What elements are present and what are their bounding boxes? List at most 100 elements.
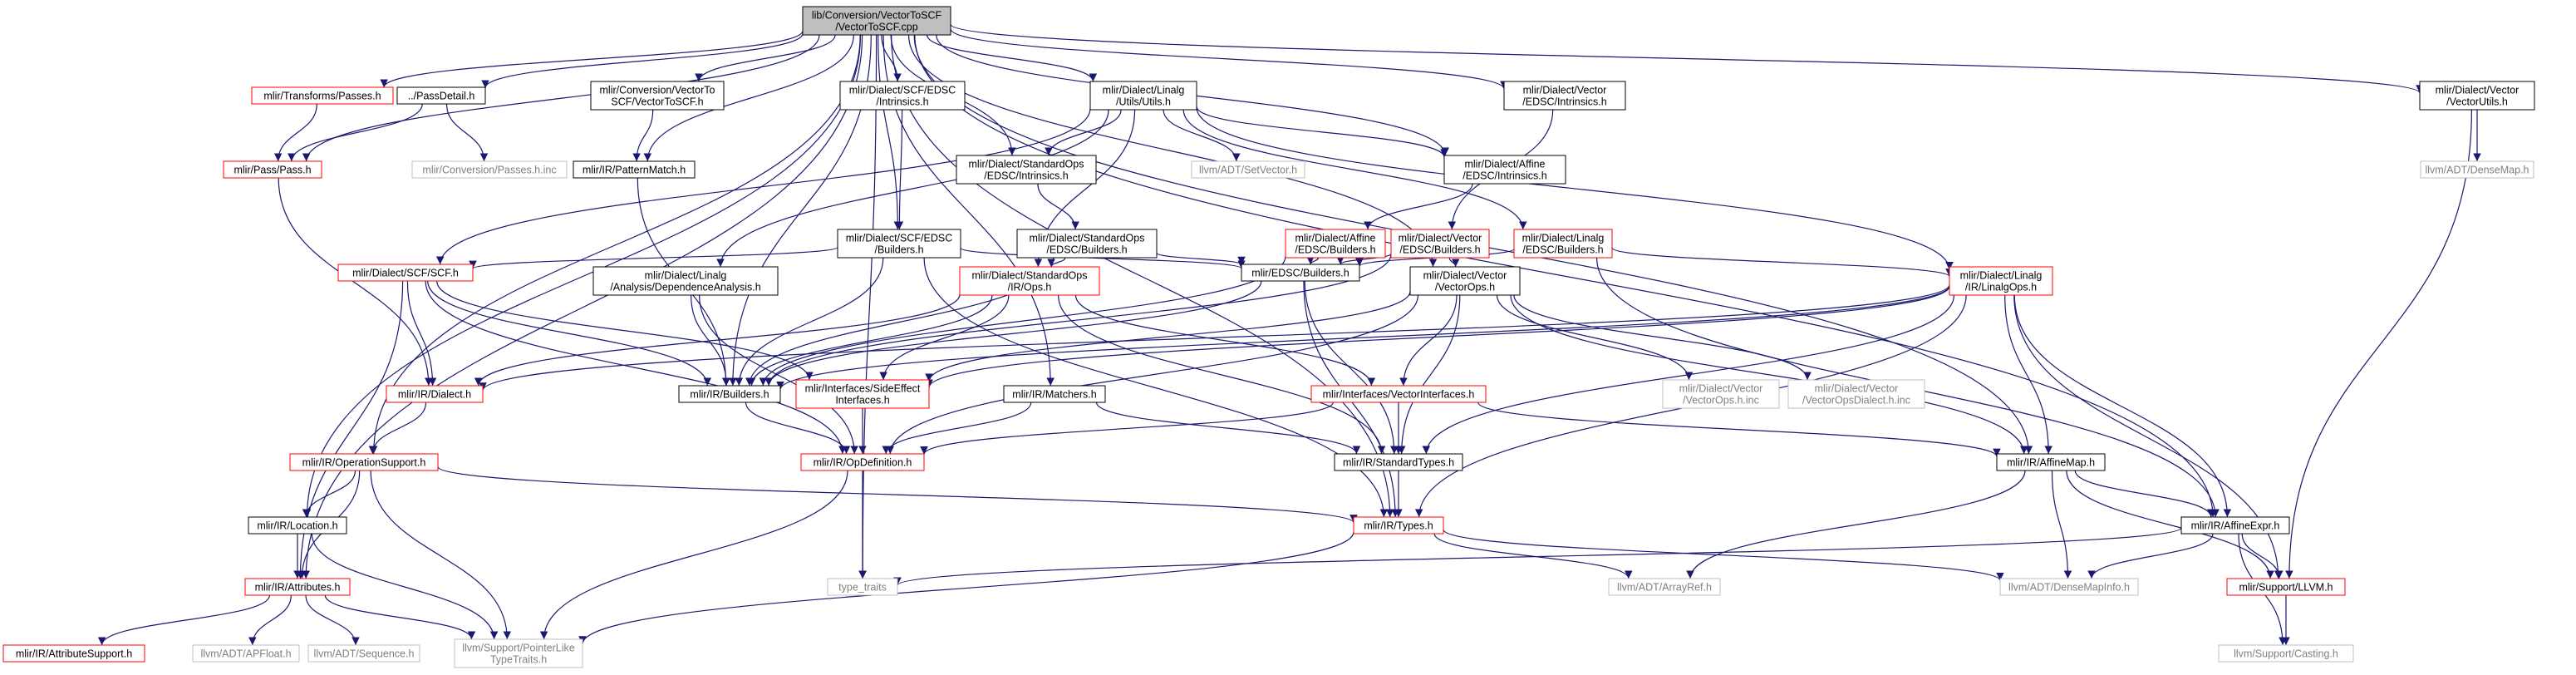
edge-affine_map-to-support_llvm bbox=[2066, 470, 2274, 579]
node-linalg_edsc_builders[interactable]: mlir/Dialect/Linalg/EDSC/Builders.h bbox=[1513, 229, 1613, 259]
node-ir_dialect[interactable]: mlir/IR/Dialect.h bbox=[386, 385, 484, 403]
node-type_traits: type_traits bbox=[827, 578, 898, 596]
edge-root-to-ir_types bbox=[891, 34, 1394, 518]
node-label: /EDSC/Intrinsics.h bbox=[1522, 96, 1606, 108]
edge-std_ir_ops-to-vector_interfaces bbox=[1074, 294, 1376, 387]
node-vector_ops[interactable]: mlir/Dialect/Vector/VectorOps.h bbox=[1409, 266, 1521, 296]
node-ir_builders[interactable]: mlir/IR/Builders.h bbox=[678, 385, 781, 403]
node-affine_edsc_intrinsics[interactable]: mlir/Dialect/Affine/EDSC/Intrinsics.h bbox=[1443, 155, 1566, 185]
edge-conv_vectortoscf-to-pattern_match bbox=[632, 109, 654, 162]
node-linalg_ops[interactable]: mlir/Dialect/Linalg/IR/LinalgOps.h bbox=[1949, 266, 2053, 296]
node-label: mlir/IR/AffineExpr.h bbox=[2191, 520, 2280, 532]
edge-affine_expr-to-type_traits bbox=[893, 527, 2182, 586]
node-label: mlir/Dialect/Linalg bbox=[1960, 270, 2043, 282]
node-box bbox=[1662, 379, 1780, 409]
node-pass_pass[interactable]: mlir/Pass/Pass.h bbox=[223, 160, 322, 179]
node-label: /VectorToSCF.cpp bbox=[835, 22, 917, 33]
node-transforms_passes[interactable]: mlir/Transforms/Passes.h bbox=[251, 86, 394, 105]
node-label: /EDSC/Intrinsics.h bbox=[1463, 170, 1546, 182]
node-scf_edsc_intrinsics[interactable]: mlir/Dialect/SCF/EDSC/Intrinsics.h bbox=[839, 81, 966, 111]
node-label: mlir/IR/Dialect.h bbox=[398, 389, 471, 401]
node-box bbox=[1999, 578, 2139, 596]
node-label: ../PassDetail.h bbox=[408, 91, 475, 102]
node-linalg_utils[interactable]: mlir/Dialect/Linalg/Utils/Utils.h bbox=[1089, 81, 1197, 111]
node-arrayref: llvm/ADT/ArrayRef.h bbox=[1608, 578, 1721, 596]
node-location[interactable]: mlir/IR/Location.h bbox=[248, 516, 347, 535]
node-conv_vectortoscf[interactable]: mlir/Conversion/VectorToSCF/VectorToSCF.… bbox=[590, 81, 725, 111]
node-linalg_dependence[interactable]: mlir/Dialect/Linalg/Analysis/DependenceA… bbox=[592, 266, 779, 296]
edge-scf_h-to-ir_builders bbox=[427, 280, 712, 387]
edge-linalg_ops-to-ir_dialect bbox=[479, 284, 1950, 391]
node-scf_edsc_builders[interactable]: mlir/Dialect/SCF/EDSC/Builders.h bbox=[837, 229, 961, 259]
node-scf_h[interactable]: mlir/Dialect/SCF/SCF.h bbox=[337, 264, 474, 282]
node-affine_expr[interactable]: mlir/IR/AffineExpr.h bbox=[2180, 516, 2290, 535]
node-affine_edsc_builders[interactable]: mlir/Dialect/Affine/EDSC/Builders.h bbox=[1285, 229, 1386, 259]
node-std_ir_ops[interactable]: mlir/Dialect/StandardOps/IR/Ops.h bbox=[959, 266, 1100, 296]
node-apfloat: llvm/ADT/APFloat.h bbox=[192, 644, 300, 663]
node-standard_types[interactable]: mlir/IR/StandardTypes.h bbox=[1334, 453, 1463, 471]
node-ir_matchers[interactable]: mlir/IR/Matchers.h bbox=[1003, 385, 1106, 403]
node-label: type_traits bbox=[838, 582, 887, 594]
node-label: mlir/Dialect/Vector bbox=[1815, 383, 1899, 395]
node-vector_edsc_intrinsics[interactable]: mlir/Dialect/Vector/EDSC/Intrinsics.h bbox=[1503, 81, 1626, 111]
node-box bbox=[959, 266, 1100, 296]
node-sequence: llvm/ADT/Sequence.h bbox=[307, 644, 420, 663]
node-box bbox=[1787, 379, 1925, 409]
edge-vector_interfaces-to-affine_map bbox=[1477, 402, 2001, 457]
edge-affine_expr-to-densemapinfo bbox=[2087, 533, 2214, 579]
node-edsc_builders[interactable]: mlir/EDSC/Builders.h bbox=[1241, 264, 1360, 282]
node-passdetail[interactable]: ../PassDetail.h bbox=[396, 86, 486, 105]
node-box bbox=[1409, 266, 1521, 296]
edge-scf_h-to-side_effect bbox=[436, 280, 814, 381]
node-affine_map[interactable]: mlir/IR/AffineMap.h bbox=[1996, 453, 2106, 471]
edge-operation_support-to-location bbox=[302, 470, 356, 518]
node-operation_support[interactable]: mlir/IR/OperationSupport.h bbox=[289, 453, 439, 471]
node-root[interactable]: lib/Conversion/VectorToSCF/VectorToSCF.c… bbox=[802, 6, 951, 36]
node-label: mlir/Transforms/Passes.h bbox=[263, 91, 381, 102]
node-label: mlir/Dialect/Vector bbox=[1679, 383, 1763, 395]
node-label: mlir/IR/StandardTypes.h bbox=[1343, 457, 1454, 469]
edge-ir_dialect-to-operation_support bbox=[368, 402, 427, 455]
node-support_llvm[interactable]: mlir/Support/LLVM.h bbox=[2226, 578, 2346, 596]
edge-linalg_utils-to-setvector bbox=[1163, 109, 1241, 162]
node-box bbox=[827, 578, 898, 596]
node-box bbox=[289, 453, 439, 471]
node-box bbox=[1191, 160, 1305, 179]
node-vector_edsc_builders[interactable]: mlir/Dialect/Vector/EDSC/Builders.h bbox=[1390, 229, 1490, 259]
node-vector_utils[interactable]: mlir/Dialect/Vector/VectorUtils.h bbox=[2419, 81, 2535, 111]
nodes-layer: lib/Conversion/VectorToSCF/VectorToSCF.c… bbox=[2, 6, 2535, 668]
edge-root-to-scf_edsc_builders bbox=[878, 34, 902, 230]
node-label: /EDSC/Intrinsics.h bbox=[984, 170, 1068, 182]
edge-vector_ops-to-op_definition bbox=[886, 294, 1419, 455]
node-pattern_match[interactable]: mlir/IR/PatternMatch.h bbox=[573, 160, 696, 179]
node-label: /Intrinsics.h bbox=[876, 96, 928, 108]
node-label: mlir/IR/OperationSupport.h bbox=[302, 457, 426, 469]
edge-scf_edsc_builders-to-edsc_builders bbox=[960, 247, 1246, 269]
node-ir_types[interactable]: mlir/IR/Types.h bbox=[1353, 516, 1444, 535]
node-vector_interfaces[interactable]: mlir/Interfaces/VectorInterfaces.h bbox=[1310, 385, 1487, 403]
edge-ir_matchers-to-op_definition bbox=[882, 402, 1032, 455]
edge-vector_ops-to-vectoropsdialect_inc bbox=[1513, 294, 1812, 381]
edge-std_ir_ops-to-ir_builders bbox=[747, 294, 993, 387]
node-label: /VectorOps.h bbox=[1435, 282, 1495, 293]
node-label: lib/Conversion/VectorToSCF bbox=[812, 10, 942, 22]
node-label: /IR/Ops.h bbox=[1008, 282, 1052, 293]
edge-vector_ops-to-side_effect bbox=[925, 291, 1411, 382]
node-op_definition[interactable]: mlir/IR/OpDefinition.h bbox=[800, 453, 925, 471]
node-std_edsc_builders[interactable]: mlir/Dialect/StandardOps/EDSC/Builders.h bbox=[1016, 229, 1158, 259]
node-box bbox=[1608, 578, 1721, 596]
node-label: mlir/Support/LLVM.h bbox=[2239, 582, 2333, 594]
edge-transforms_passes-to-pass_pass bbox=[273, 103, 317, 162]
node-label: mlir/Dialect/StandardOps bbox=[972, 270, 1088, 282]
node-label: mlir/Dialect/Linalg bbox=[645, 270, 727, 282]
node-label: llvm/ADT/Sequence.h bbox=[314, 648, 415, 660]
node-std_edsc_intrinsics[interactable]: mlir/Dialect/StandardOps/EDSC/Intrinsics… bbox=[956, 155, 1097, 185]
edge-vector_ops-to-affine_map bbox=[1510, 294, 2028, 455]
node-box bbox=[1016, 229, 1158, 259]
node-box bbox=[2180, 516, 2290, 535]
node-attribute_support[interactable]: mlir/IR/AttributeSupport.h bbox=[2, 644, 145, 663]
node-attributes[interactable]: mlir/IR/Attributes.h bbox=[244, 578, 351, 596]
edge-scf_edsc_builders-to-ir_builders bbox=[735, 257, 884, 387]
node-box bbox=[223, 160, 322, 179]
